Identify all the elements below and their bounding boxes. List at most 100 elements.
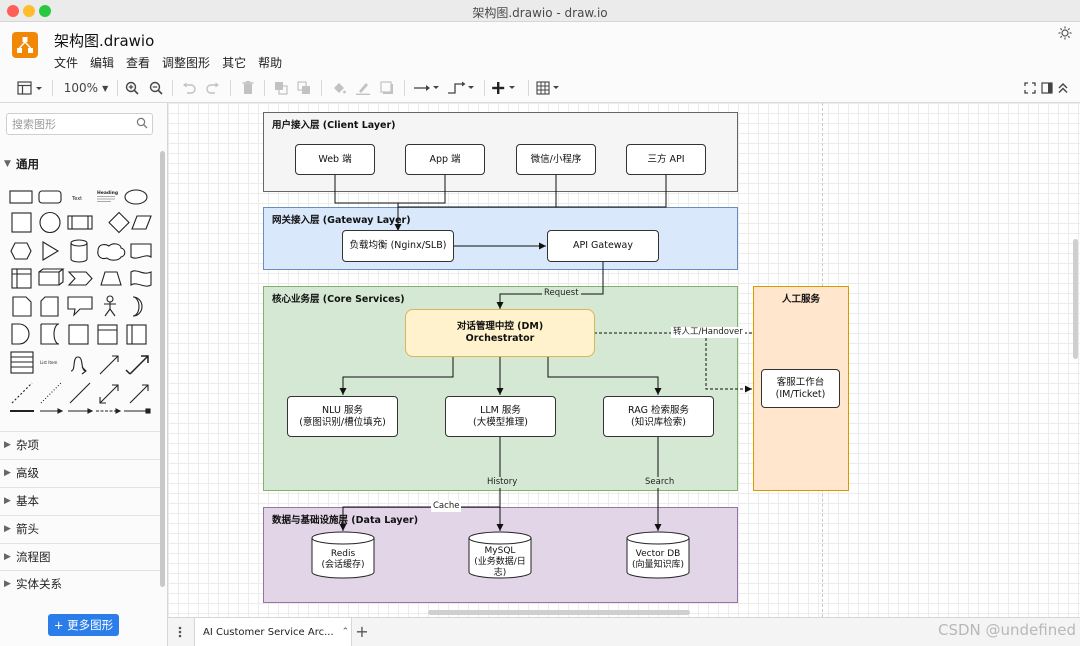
insert-plus-icon[interactable] <box>492 79 520 97</box>
section-misc[interactable]: ▶杂项 <box>0 431 160 457</box>
collapse-icon[interactable] <box>1055 79 1071 97</box>
gateway-layer[interactable]: 网关接入层 (Gateway Layer) <box>263 207 738 270</box>
menu-help[interactable]: 帮助 <box>258 56 283 70</box>
waypoints-icon[interactable] <box>447 79 475 97</box>
section-advanced-label: 高级 <box>16 465 39 480</box>
canvas-vertical-scrollbar[interactable] <box>1073 239 1078 359</box>
shape-square <box>11 212 32 233</box>
file-title[interactable]: 架构图.drawio <box>54 32 155 50</box>
gateway-layer-label: 网关接入层 (Gateway Layer) <box>272 215 411 226</box>
core-layer-label: 核心业务层 (Core Services) <box>272 294 405 305</box>
zoom-out-icon[interactable] <box>148 79 164 97</box>
delete-icon[interactable] <box>240 79 256 97</box>
shape-swimlane <box>97 324 118 345</box>
node-app[interactable]: App 端 <box>405 144 485 175</box>
shape-search <box>6 113 153 135</box>
shape-parallelogram <box>131 215 152 230</box>
node-vector-db[interactable]: Vector DB (向量知识库) <box>626 531 690 579</box>
connection-style-icon[interactable] <box>413 79 439 97</box>
shape-circle <box>39 211 61 234</box>
node-llm[interactable]: LLM 服务 (大模型推理) <box>445 396 556 437</box>
to-back-icon[interactable] <box>296 79 312 97</box>
search-icon[interactable] <box>136 117 148 132</box>
edge-label-request: Request <box>542 288 581 299</box>
page-tab-active[interactable]: AI Customer Service Arc... ⌃ <box>194 618 352 646</box>
node-mysql[interactable]: MySQL (业务数据/日 志) <box>468 531 532 579</box>
close-window-button[interactable] <box>7 5 19 17</box>
general-shapes-palette[interactable]: Text Heading List Item <box>6 185 156 525</box>
fill-color-icon[interactable] <box>331 79 347 97</box>
node-dialog-manager[interactable]: 对话管理中控 (DM) Orchestrator <box>405 309 595 357</box>
node-load-balancer[interactable]: 负载均衡 (Nginx/SLB) <box>342 230 454 262</box>
to-front-icon[interactable] <box>273 79 289 97</box>
shape-rectangle <box>9 190 33 204</box>
zoom-window-button[interactable] <box>39 5 51 17</box>
shape-step <box>67 271 93 286</box>
shape-card <box>40 296 59 317</box>
menu-extras[interactable]: 其它 <box>222 56 247 70</box>
shape-search-input[interactable] <box>7 114 127 134</box>
theme-sun-icon[interactable] <box>1058 26 1072 40</box>
diagram-canvas[interactable]: 用户接入层 (Client Layer) 网关接入层 (Gateway Laye… <box>168 103 1080 617</box>
menu-edit[interactable]: 编辑 <box>90 56 115 70</box>
section-flowchart-label: 流程图 <box>16 549 51 564</box>
node-third-api[interactable]: 三方 API <box>626 144 706 175</box>
add-page-button[interactable]: + <box>355 622 369 641</box>
shape-vertical-container <box>126 324 147 345</box>
section-general[interactable]: ▼ 通用 <box>0 151 160 177</box>
node-agent-workbench[interactable]: 客服工作台 (IM/Ticket) <box>761 369 840 408</box>
undo-icon[interactable] <box>181 79 197 97</box>
node-api-gateway[interactable]: API Gateway <box>547 230 659 262</box>
zoom-in-icon[interactable] <box>124 79 140 97</box>
menu-file[interactable]: 文件 <box>54 56 79 70</box>
canvas-horizontal-scrollbar[interactable] <box>428 610 690 615</box>
node-wechat[interactable]: 微信/小程序 <box>516 144 596 175</box>
node-nlu[interactable]: NLU 服务 (意图识别/槽位填充) <box>287 396 398 437</box>
section-flowchart[interactable]: ▶ 流程图 <box>0 543 160 569</box>
more-shapes-button[interactable]: + 更多图形 <box>48 614 119 636</box>
chevron-down-icon: ▼ <box>102 83 109 93</box>
section-basic[interactable]: ▶基本 <box>0 487 160 513</box>
window-title: 架构图.drawio - draw.io <box>472 6 608 20</box>
chevron-right-icon: ▶ <box>4 578 11 589</box>
fullscreen-icon[interactable] <box>1022 79 1038 97</box>
chevron-right-icon: ▶ <box>4 439 11 450</box>
section-arrows[interactable]: ▶箭头 <box>0 515 160 541</box>
edge-label-history: History <box>485 477 520 488</box>
line-color-icon[interactable] <box>355 79 371 97</box>
shadow-icon[interactable] <box>379 79 395 97</box>
shape-bidirectional-arrow <box>125 355 149 375</box>
section-advanced[interactable]: ▶高级 <box>0 459 160 485</box>
section-entity-relation[interactable]: ▶实体关系 <box>0 570 160 596</box>
shape-list-item: List Item <box>40 360 57 365</box>
node-rag[interactable]: RAG 检索服务 (知识库检索) <box>603 396 714 437</box>
chevron-right-icon: ▶ <box>4 551 11 562</box>
sidebar-scrollbar[interactable] <box>160 151 165 587</box>
shape-directional-arrow <box>129 384 149 404</box>
shape-cube <box>38 268 65 286</box>
shape-delay <box>11 323 30 345</box>
chevron-right-icon: ▶ <box>4 523 11 534</box>
menu-view[interactable]: 查看 <box>126 56 151 70</box>
data-layer-label: 数据与基础设施层 (Data Layer) <box>272 515 419 526</box>
shape-heading: Heading <box>97 190 118 196</box>
shapes-sidebar: ▼ 通用 <box>0 103 168 646</box>
panel-toggle-icon[interactable] <box>16 79 44 97</box>
chevron-up-icon[interactable]: ⌃ <box>341 627 350 637</box>
table-icon[interactable] <box>536 79 564 97</box>
minimize-window-button[interactable] <box>23 5 35 17</box>
toolbar: 100% ▼ <box>0 74 1080 103</box>
node-redis[interactable]: Redis (会话缓存) <box>311 531 375 579</box>
format-panel-icon[interactable] <box>1039 79 1055 97</box>
node-web[interactable]: Web 端 <box>295 144 375 175</box>
shape-note <box>12 296 32 317</box>
redo-icon[interactable] <box>205 79 221 97</box>
zoom-select[interactable]: 100% ▼ <box>62 79 110 97</box>
shape-trapezoid <box>100 271 122 286</box>
node-redis-label: Redis (会话缓存) <box>321 549 365 570</box>
shape-ellipse <box>124 189 148 205</box>
shape-callout <box>67 296 93 317</box>
edge-label-search: Search <box>643 477 677 488</box>
menu-arrange[interactable]: 调整图形 <box>162 56 211 70</box>
pages-menu-icon[interactable] <box>174 624 186 640</box>
